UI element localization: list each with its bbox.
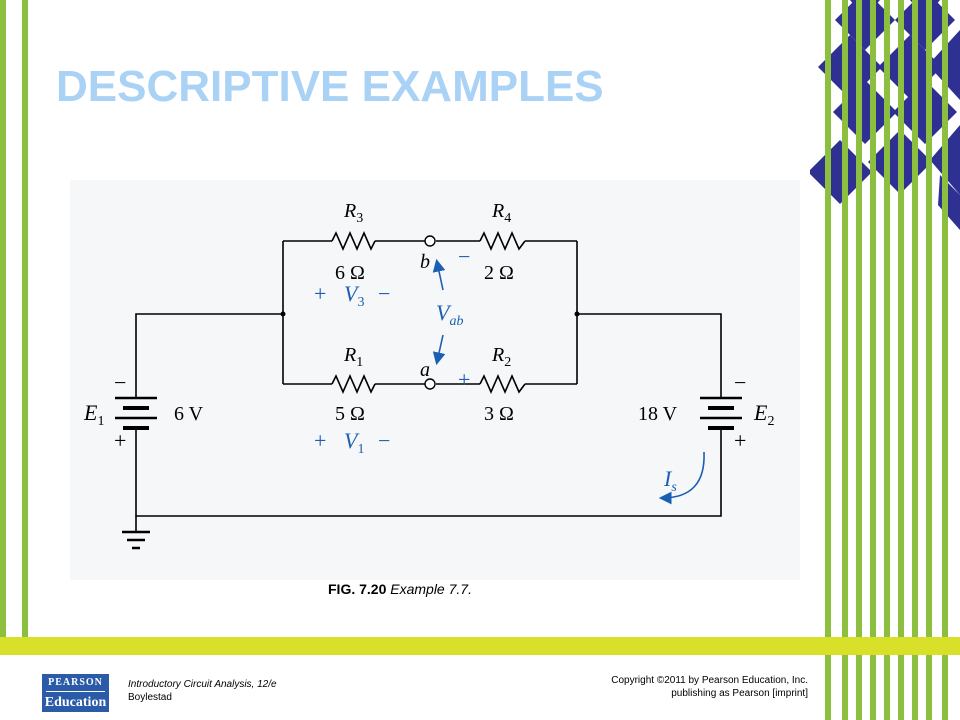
battery-e2 — [700, 396, 742, 430]
junction-dot — [574, 311, 580, 317]
node-b-terminal — [424, 235, 436, 247]
v1-plus-sign: + — [314, 428, 326, 453]
logo-divider — [46, 691, 105, 692]
e2-plus-sign: + — [734, 428, 746, 453]
e1-value: 6 V — [174, 403, 204, 425]
battery-e1 — [115, 396, 157, 430]
copyright-notice: Copyright ©2011 by Pearson Education, In… — [611, 674, 808, 700]
current-is-arrow — [658, 451, 705, 505]
circuit-wires — [135, 240, 722, 532]
v1-label: V1 — [344, 428, 364, 457]
r2-value: 3 Ω — [484, 403, 514, 425]
figure-caption-id: FIG. 7.20 — [328, 581, 387, 597]
vab-arrows — [432, 258, 446, 366]
e1-label: E1 — [83, 400, 104, 429]
r4-label: R4 — [491, 200, 511, 226]
v3-label: V3 — [344, 281, 364, 310]
r3-value: 6 Ω — [335, 262, 365, 284]
resistor-r4 — [479, 231, 526, 251]
pearson-education-logo: PEARSON Education — [42, 674, 109, 712]
resistor-r1 — [331, 374, 376, 394]
current-is-label: Is — [663, 466, 677, 495]
left-decorative-bars — [0, 0, 28, 640]
logo-line-education: Education — [44, 695, 107, 710]
v3-plus-sign: + — [314, 281, 326, 306]
figure-background — [70, 180, 800, 580]
r1-value: 5 Ω — [335, 403, 365, 425]
vab-label: Vab — [436, 300, 463, 329]
right-bars — [825, 0, 948, 720]
resistor-r3 — [331, 231, 376, 251]
right-decorative-pattern — [810, 0, 960, 720]
footer-color-band — [0, 637, 960, 655]
e2-label: E2 — [753, 400, 774, 429]
r4-minus-sign: − — [458, 244, 470, 269]
slide-title: DESCRIPTIVE EXAMPLES — [56, 62, 604, 111]
v1-minus-sign: − — [378, 428, 390, 453]
r2-plus-sign: + — [458, 367, 470, 392]
book-title: Introductory Circuit Analysis, 12/e — [128, 679, 277, 690]
e1-minus-sign: − — [114, 370, 126, 395]
book-reference: Introductory Circuit Analysis, 12/e Boyl… — [128, 678, 277, 704]
junction-dot — [280, 311, 286, 317]
r3-label: R3 — [343, 200, 363, 226]
e1-plus-sign: + — [114, 428, 126, 453]
left-bar — [22, 0, 28, 640]
ground-icon — [122, 530, 150, 550]
copyright-line-2: publishing as Pearson [imprint] — [671, 688, 808, 699]
v3-minus-sign: − — [378, 281, 390, 306]
r4-value: 2 Ω — [484, 262, 514, 284]
r2-label: R2 — [491, 344, 511, 370]
circuit-diagram: R3 6 Ω R4 2 Ω R1 5 Ω R2 3 Ω b a − + + V3… — [70, 180, 800, 580]
figure-caption-description: Example 7.7. — [390, 581, 472, 597]
e2-value: 18 V — [638, 403, 678, 425]
resistor-zigzags — [331, 231, 526, 394]
figure-caption: FIG. 7.20 Example 7.7. — [328, 581, 472, 597]
logo-line-pearson: PEARSON — [48, 677, 103, 688]
resistor-r2 — [479, 374, 526, 394]
r1-label: R1 — [343, 344, 363, 370]
circuit-figure: R3 6 Ω R4 2 Ω R1 5 Ω R2 3 Ω b a − + + V3… — [70, 180, 800, 580]
e2-minus-sign: − — [734, 370, 746, 395]
book-author: Boylestad — [128, 692, 172, 703]
copyright-line-1: Copyright ©2011 by Pearson Education, In… — [611, 675, 808, 686]
node-a-label: a — [420, 359, 430, 381]
node-b-label: b — [420, 251, 430, 273]
node-a-terminal — [424, 378, 436, 390]
left-bar — [0, 0, 6, 640]
